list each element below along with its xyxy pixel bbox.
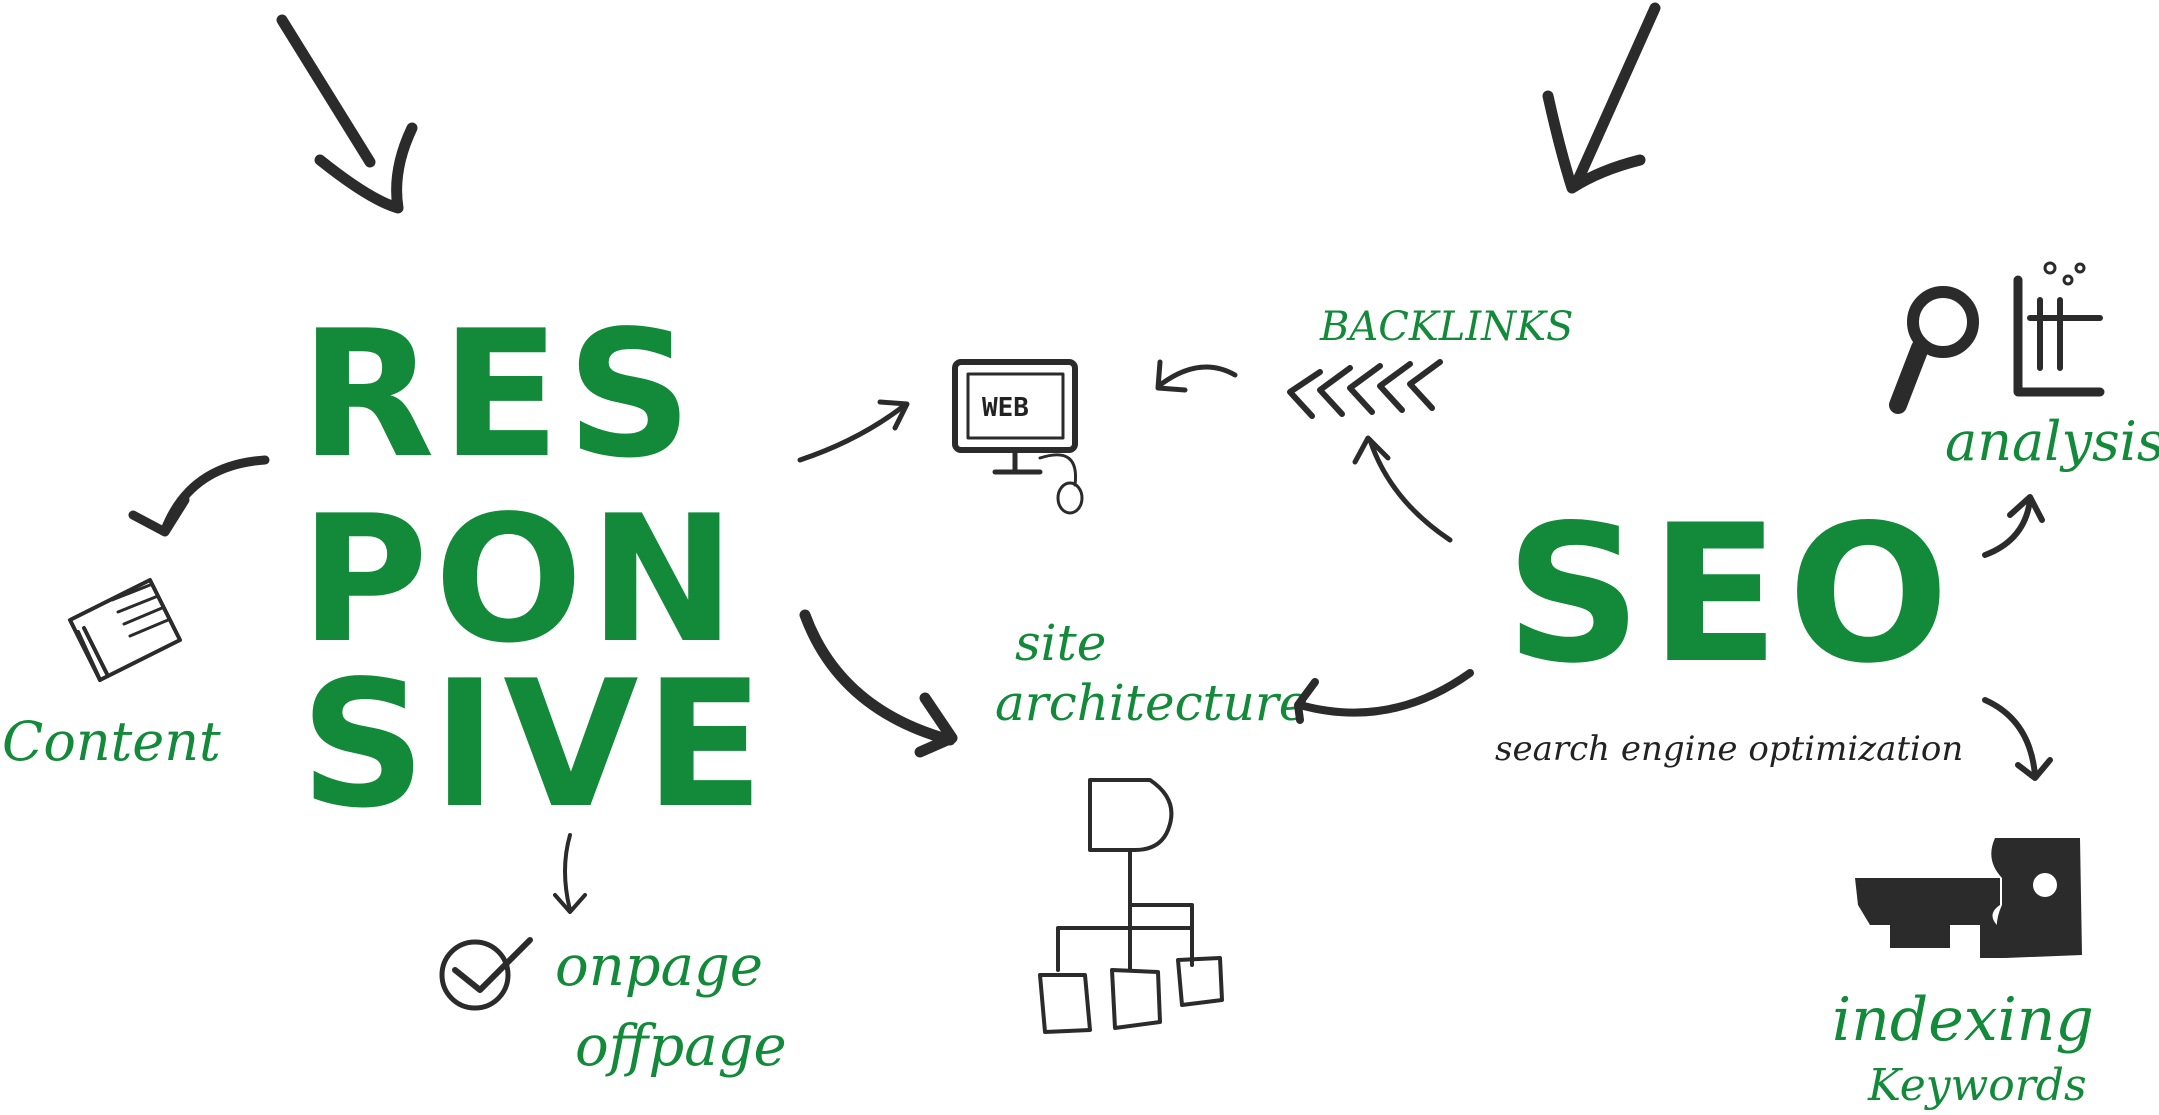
onpage-label: onpage — [555, 934, 763, 999]
arrow-to-content-head — [128, 495, 190, 537]
sitemap-icon — [1038, 778, 1224, 1034]
document-icon — [68, 578, 182, 682]
indexing-label: indexing — [1832, 985, 2094, 1055]
architecture-label: architecture — [995, 674, 1308, 732]
test-tubes-icon — [2013, 261, 2105, 397]
backlinks-label: BACKLINKS — [1319, 304, 1573, 350]
arrow-to-web — [797, 402, 908, 463]
top-left-arrow — [276, 14, 418, 214]
web-label: WEB — [982, 393, 1029, 423]
arrow-to-content — [160, 455, 270, 535]
checkmark-icon — [439, 937, 533, 1011]
responsive-line-1: RES — [300, 294, 698, 497]
arrow-to-indexing — [1982, 697, 2038, 778]
arrow-backlinks-to-web — [1157, 364, 1238, 388]
arrow-to-site-architecture — [799, 609, 956, 746]
content-label: Content — [2, 710, 221, 773]
offpage-label: offpage — [575, 1014, 787, 1079]
site-label: site — [1015, 614, 1106, 672]
computer-monitor-icon: WEB — [952, 359, 1078, 475]
arrow-seo-to-backlinks — [1367, 437, 1453, 543]
magnifier-icon — [1889, 286, 1979, 414]
arrow-to-analysis — [1982, 497, 2033, 558]
responsive-line-3: SIVE — [300, 644, 770, 847]
arrow-seo-to-site — [1296, 669, 1474, 717]
seo-subtitle: search engine optimization — [1495, 729, 1963, 769]
arrow-to-onpage — [563, 833, 572, 912]
seo-title: SEO — [1505, 484, 1957, 705]
puzzle-icon — [1855, 838, 2082, 958]
mouse-icon — [1038, 453, 1084, 515]
analysis-label: analysis — [1945, 410, 2159, 473]
responsive-line-2: PON — [300, 479, 742, 682]
responsive-title: RES PON SIVE — [300, 294, 770, 847]
keywords-label: Keywords — [1867, 1060, 2087, 1111]
top-right-arrow — [1542, 2, 1661, 194]
chevrons-icon — [1287, 359, 1443, 419]
